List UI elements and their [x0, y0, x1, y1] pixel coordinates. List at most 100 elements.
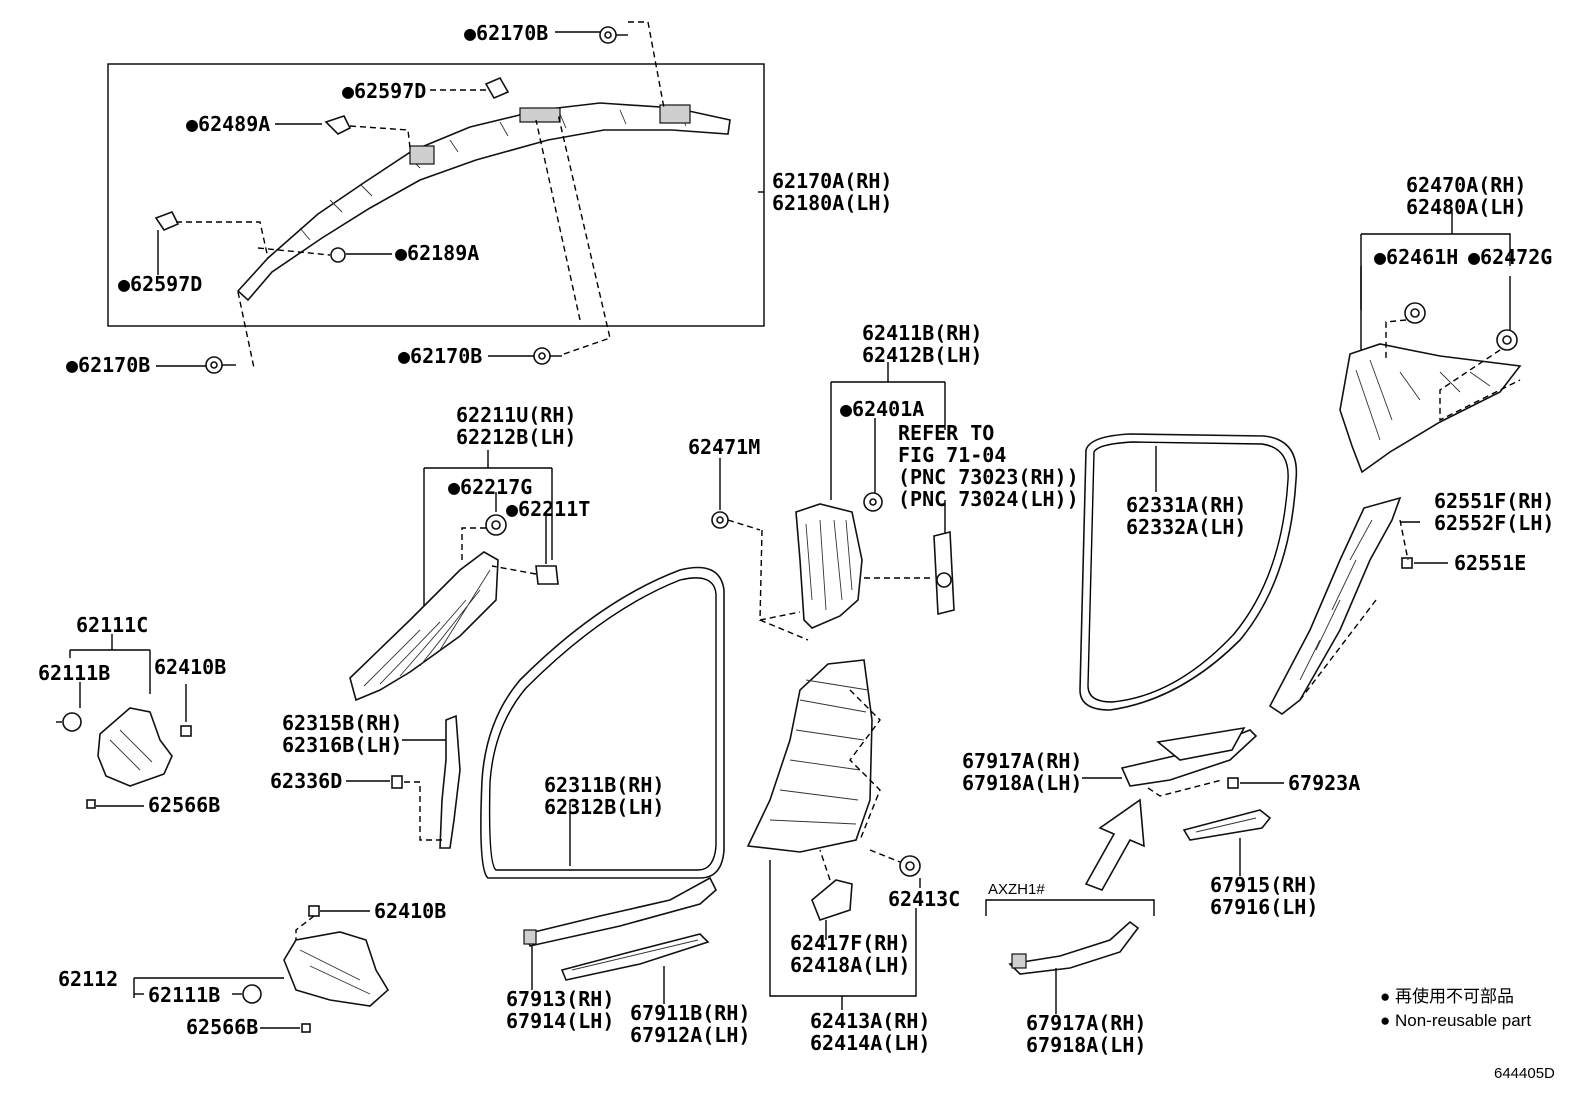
callout-62111B-bot: 62111B: [148, 983, 220, 1007]
callout-62551F: 62551F(RH): [1434, 489, 1554, 513]
direction-arrow: [1084, 798, 1145, 891]
callout-62112: 62112: [58, 967, 118, 991]
clip-62597D-top: [484, 76, 510, 100]
callout-67913: 67913(RH): [506, 987, 614, 1011]
rear-door-weatherstrip: [1079, 433, 1298, 711]
rear-scuff-plate-lower: [1008, 920, 1140, 975]
callout-62212B: 62212B(LH): [456, 425, 576, 449]
quarter-trim-62470A: [1339, 343, 1522, 474]
callout-62401A: ●62401A: [840, 397, 924, 421]
callout-67918A-top: 67918A(LH): [962, 771, 1082, 795]
callout-62111C: 62111C: [76, 613, 148, 637]
callout-62316B: 62316B(LH): [282, 733, 402, 757]
center-pillar-lower: [746, 659, 873, 853]
clip-62401A: [863, 492, 883, 512]
clip-62566B-bot: [301, 1023, 311, 1033]
cowl-side-trim-62112: [283, 931, 390, 1007]
axzh-label: AXZH1#: [988, 881, 1045, 898]
clip-62413C: [899, 855, 921, 877]
callout-62417F: 62417F(RH): [790, 931, 910, 955]
clip-62410B: [180, 725, 192, 737]
bolt-62170B-mid: [533, 347, 562, 365]
callout-67912A: 67912A(LH): [630, 1023, 750, 1047]
clip-62111B-bot: [242, 984, 262, 1004]
roof-side-rail-part: [236, 102, 731, 302]
callout-62413A: 62413A(RH): [810, 1009, 930, 1033]
callout-62597D-top: ●62597D: [342, 79, 426, 103]
clip-62111B: [56, 712, 82, 732]
callout-62211T: ●62211T: [506, 497, 590, 521]
front-scuff-plate-67911B: [560, 933, 710, 981]
callout-62180A: 62180A(LH): [772, 191, 892, 215]
callout-62552F: 62552F(LH): [1434, 511, 1554, 535]
callout-62411B: 62411B(RH): [862, 321, 982, 345]
clip-67923A: [1227, 777, 1239, 789]
callout-62170B-top: ●62170B: [464, 21, 548, 45]
callout-62470A: 62470A(RH): [1406, 173, 1526, 197]
refer-line-3: (PNC 73023(RH)): [898, 465, 1079, 489]
callout-62170A: 62170A(RH): [772, 169, 892, 193]
callout-62566B: 62566B: [148, 793, 220, 817]
clip-62472G: [1496, 329, 1518, 351]
callout-62217G: ●62217G: [448, 475, 532, 499]
refer-line-4: (PNC 73024(LH)): [898, 487, 1079, 511]
refer-line-2: FIG 71-04: [898, 443, 1006, 467]
center-pillar-upper: [795, 503, 863, 629]
clip-62410B-bot: [308, 905, 320, 917]
clip-62211T: [535, 565, 559, 585]
callout-62461H: ●62461H: [1374, 245, 1458, 269]
front-pillar-garnish: [349, 551, 499, 702]
assembly-box-62170A: [107, 63, 765, 327]
callout-67917A-bot: 67917A(RH): [1026, 1011, 1146, 1035]
callout-67914: 67914(LH): [506, 1009, 614, 1033]
callout-62418A: 62418A(LH): [790, 953, 910, 977]
clip-62189A: [330, 247, 346, 263]
seatbelt-part-ref: [933, 530, 955, 616]
rear-scuff-plate-upper: [1120, 726, 1258, 787]
seat-belt-anchor-62417F: [811, 879, 853, 921]
callout-67917A-top: 67917A(RH): [962, 749, 1082, 773]
callout-62410B: 62410B: [154, 655, 226, 679]
front-door-weatherstrip: [480, 566, 725, 879]
bolt-62471M: [711, 511, 729, 529]
callout-62414A: 62414A(LH): [810, 1031, 930, 1055]
clip-62336D: [391, 775, 403, 789]
callout-67916: 67916(LH): [1210, 895, 1318, 919]
callout-62489A: ●62489A: [186, 112, 270, 136]
clip-62217G: [485, 514, 507, 536]
front-scuff-plate-67913: [523, 876, 717, 947]
callout-62315B: 62315B(RH): [282, 711, 402, 735]
callout-62412B: 62412B(LH): [862, 343, 982, 367]
cowl-side-trim-62111C: [97, 707, 173, 787]
legend-english: ● Non-reusable part: [1380, 1011, 1531, 1030]
clip-62597D-bot: [154, 210, 180, 231]
illustration-code: 644405D: [1494, 1065, 1555, 1082]
clip-62489A: [324, 115, 352, 135]
callout-62336D: 62336D: [270, 769, 342, 793]
callout-62211U: 62211U(RH): [456, 403, 576, 427]
callout-62312B: 62312B(LH): [544, 795, 664, 819]
callout-62551E: 62551E: [1454, 551, 1526, 575]
callout-67923A: 67923A: [1288, 771, 1360, 795]
front-door-opening-trim: [439, 714, 461, 849]
rear-scuff-plate-67915: [1182, 809, 1272, 841]
callout-62170B-mid: ●62170B: [398, 344, 482, 368]
callout-62189A: ●62189A: [395, 241, 479, 265]
callout-62413C: 62413C: [888, 887, 960, 911]
callout-67918A-bot: 67918A(LH): [1026, 1033, 1146, 1057]
legend-japanese: ● 再使用不可部品: [1380, 986, 1514, 1006]
callout-62410B-bot: 62410B: [374, 899, 446, 923]
refer-line-1: REFER TO: [898, 421, 994, 445]
callout-62170B-left: ●62170B: [66, 353, 150, 377]
bolt-62170B-left: [205, 356, 236, 374]
callout-67915: 67915(RH): [1210, 873, 1318, 897]
callout-62331A: 62331A(RH): [1126, 493, 1246, 517]
callout-62472G: ●62472G: [1468, 245, 1552, 269]
callout-67911B: 67911B(RH): [630, 1001, 750, 1025]
clip-62551E: [1401, 557, 1413, 569]
callout-62111B: 62111B: [38, 661, 110, 685]
callout-62566B-bot: 62566B: [186, 1015, 258, 1039]
clip-62461H: [1404, 302, 1426, 324]
callout-62311B: 62311B(RH): [544, 773, 664, 797]
